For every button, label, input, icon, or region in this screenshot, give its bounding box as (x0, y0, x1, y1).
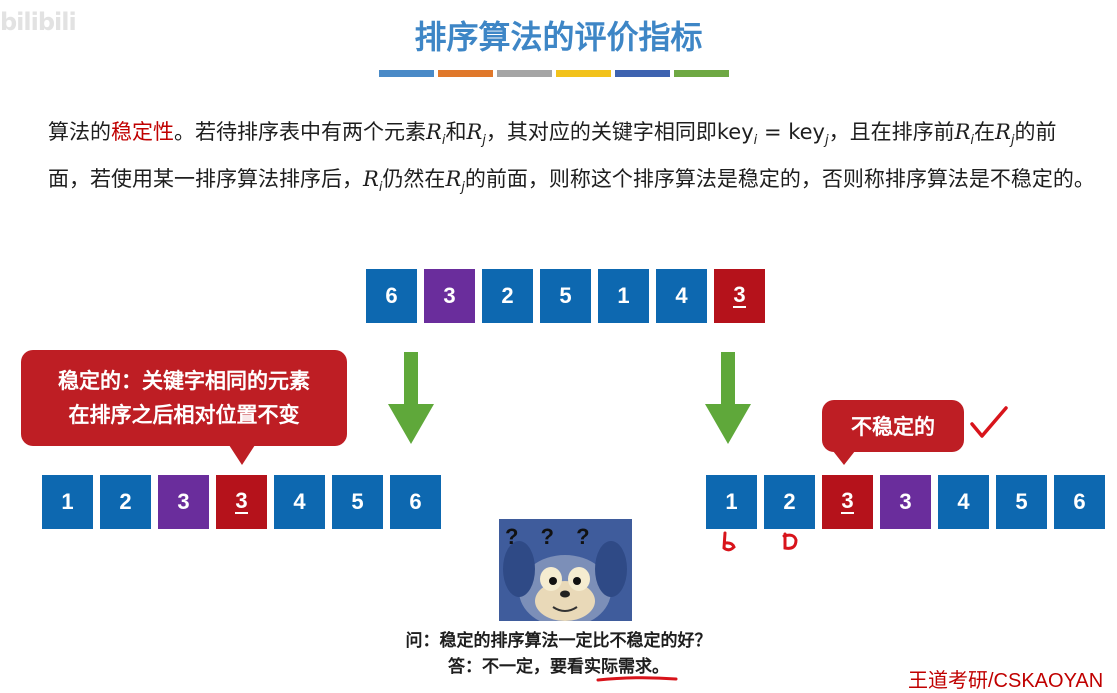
number-box-value: 4 (293, 489, 305, 515)
number-box: 1 (598, 269, 649, 323)
para-text: ，且在排序前 (829, 120, 955, 144)
number-box: 4 (938, 475, 989, 529)
title-color-bar (379, 70, 434, 77)
para-text: 的前面，则称这个排序算法是稳定的，否则称排序算法是不稳定的。 (465, 167, 1095, 191)
title-color-bars (379, 70, 729, 77)
symbol-r: R (445, 167, 461, 191)
stable-callout: 稳定的：关键字相同的元素 在排序之后相对位置不变 (21, 350, 347, 446)
annotation-mark-icon (720, 530, 738, 554)
number-box: 6 (390, 475, 441, 529)
number-box-value: 4 (675, 283, 687, 309)
number-box-value: 3 (443, 283, 455, 309)
title-color-bar (438, 70, 493, 77)
number-box-value: 3 (177, 489, 189, 515)
number-box-value: 6 (385, 283, 397, 309)
stable-callout-tail (229, 445, 255, 465)
number-box: 5 (332, 475, 383, 529)
stability-term: 稳定性 (111, 120, 174, 144)
number-box-value: 4 (957, 489, 969, 515)
symbol-r: R (466, 120, 482, 144)
number-box: 1 (42, 475, 93, 529)
brand-label: 王道考研/CSKAOYAN (908, 664, 1103, 693)
question-text: 问：稳定的排序算法一定比不稳定的好？ (0, 626, 1117, 651)
annotation-mark-icon (780, 530, 802, 552)
down-arrow-icon (705, 352, 751, 444)
number-box: 3 (158, 475, 209, 529)
number-box: 4 (656, 269, 707, 323)
number-box-value: 1 (617, 283, 629, 309)
number-box-value: 5 (351, 489, 363, 515)
para-text: 和 (445, 120, 466, 144)
symbol-r: R (995, 120, 1011, 144)
number-box: 2 (764, 475, 815, 529)
definition-paragraph: 算法的稳定性。若待排序表中有两个元素Ri和Rj，其对应的关键字相同即keyi =… (48, 113, 1098, 207)
stable-callout-line: 在排序之后相对位置不变 (58, 398, 310, 432)
number-box-value: 5 (1015, 489, 1027, 515)
number-box: 3 (216, 475, 267, 529)
number-box-value: 6 (1073, 489, 1085, 515)
number-box-value: 6 (409, 489, 421, 515)
symbol-r: R (363, 167, 379, 191)
number-box: 6 (366, 269, 417, 323)
slide-title: 排序算法的评价指标 (0, 12, 1117, 58)
number-box-value: 3 (841, 490, 853, 514)
title-color-bar (497, 70, 552, 77)
number-box: 3 (714, 269, 765, 323)
stable-callout-line: 稳定的：关键字相同的元素 (58, 364, 310, 398)
underline-scribble-icon (596, 676, 678, 682)
para-text: 仍然在 (382, 167, 445, 191)
para-text: 算法的 (48, 120, 111, 144)
number-box-value: 3 (899, 489, 911, 515)
number-box: 3 (822, 475, 873, 529)
para-text: = key (757, 120, 825, 144)
title-color-bar (556, 70, 611, 77)
title-color-bar (674, 70, 729, 77)
number-box: 2 (482, 269, 533, 323)
symbol-r: R (955, 120, 971, 144)
number-box-value: 3 (733, 284, 745, 308)
number-box-value: 1 (61, 489, 73, 515)
unstable-callout-label: 不稳定的 (851, 411, 935, 441)
number-box: 3 (880, 475, 931, 529)
question-marks: ? ? ? (505, 524, 598, 550)
para-text: ，其对应的关键字相同即key (486, 120, 754, 144)
para-text: 。若待排序表中有两个元素 (174, 120, 426, 144)
unstable-callout: 不稳定的 (822, 400, 964, 452)
number-box-value: 3 (235, 490, 247, 514)
number-box-value: 2 (783, 489, 795, 515)
number-box: 2 (100, 475, 151, 529)
number-box: 5 (996, 475, 1047, 529)
number-box: 3 (424, 269, 475, 323)
number-box: 4 (274, 475, 325, 529)
symbol-r: R (426, 120, 442, 144)
down-arrow-icon (388, 352, 434, 444)
number-box: 1 (706, 475, 757, 529)
number-box-value: 2 (119, 489, 131, 515)
unstable-callout-tail (833, 451, 855, 465)
number-box: 5 (540, 269, 591, 323)
number-box: 6 (1054, 475, 1105, 529)
number-box-value: 5 (559, 283, 571, 309)
number-box-value: 2 (501, 283, 513, 309)
check-mark-icon (968, 404, 1010, 444)
para-text: 在 (974, 120, 995, 144)
title-color-bar (615, 70, 670, 77)
number-box-value: 1 (725, 489, 737, 515)
